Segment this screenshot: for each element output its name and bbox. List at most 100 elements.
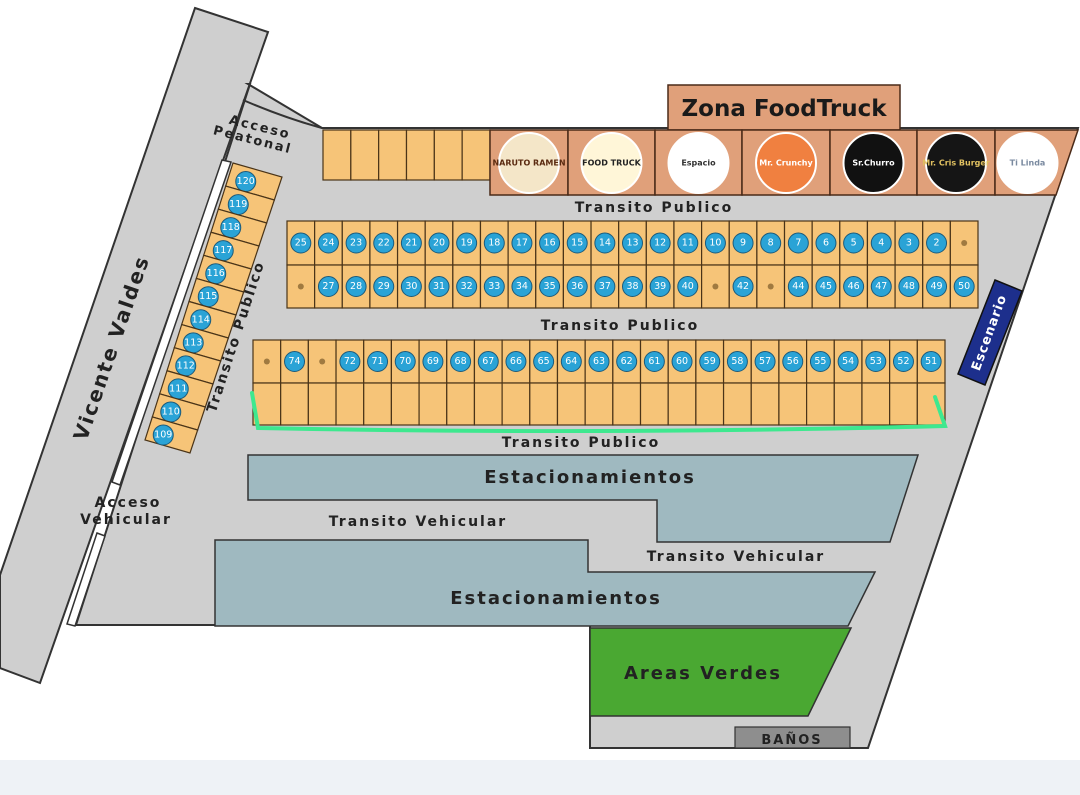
spot-number: 55 [814,356,826,367]
foodtruck-name: Ti Linda [1010,159,1046,168]
escenario-stage[interactable] [957,279,1023,386]
empty-spot-dot [712,283,719,290]
foodtruck-name: FOOD TRUCK [582,159,641,168]
stall-top-blank[interactable] [461,129,491,181]
spot-number: 70 [399,356,411,367]
empty-spot-dot [319,358,326,365]
stall-top-blank[interactable] [322,129,352,181]
stall-row4[interactable] [363,382,393,426]
stall-row4[interactable] [695,382,725,426]
spot-number: 68 [455,356,467,367]
stall-row4[interactable] [612,382,642,426]
stall-row4[interactable] [390,382,420,426]
spot-number: 67 [482,356,494,367]
stall-row4[interactable] [418,382,448,426]
spot-number: 38 [626,281,638,292]
stall-top-blank[interactable] [378,129,408,181]
spot-number: 44 [792,281,804,292]
spot-number: 31 [433,281,445,292]
spot-number-badge [704,232,726,254]
foodtruck-name: Espacio [681,159,716,168]
foodtruck-logo-icon [996,132,1059,194]
spot-number-badge [339,351,361,372]
transito-vehicular-label-2: Transito Vehicular [647,549,825,565]
stall-row4[interactable] [722,382,752,426]
spot-number: 4 [878,238,884,249]
stall-row4[interactable] [889,382,918,426]
spot-number: 14 [599,238,611,249]
spot-number-badge [732,232,754,254]
spot-number: 64 [565,356,577,367]
spot-number-badge [539,276,561,297]
stall-row4[interactable] [501,382,531,426]
parking-area-1[interactable] [247,454,920,543]
stall-row4[interactable] [280,382,309,426]
spot-number-badge [809,351,831,372]
spot-number-badge [782,351,804,372]
stall-row4[interactable] [584,382,614,426]
foodtruck-logo-icon [755,132,817,194]
spot-number-badge [760,232,782,254]
spot-number: 115 [199,291,217,302]
spot-number: 120 [237,176,255,187]
spot-number: 28 [350,281,362,292]
restrooms[interactable] [734,726,851,749]
stall-top-blank[interactable] [433,129,463,181]
spot-number-badge [843,232,865,254]
spot-number: 47 [875,281,887,292]
green-area[interactable] [589,627,853,717]
spot-number: 24 [322,238,334,249]
spot-number: 34 [516,281,528,292]
spot-number: 8 [768,238,774,249]
foodtruck-logo-icon [580,132,643,194]
stall-row4[interactable] [335,382,365,426]
stall-row4[interactable] [778,382,808,426]
spot-number-badge [870,232,892,254]
spot-number: 42 [737,281,749,292]
stall-row4[interactable] [861,382,891,426]
spot-number-badge [815,232,837,254]
spot-number-badge [373,276,395,297]
foodtruck-logo-icon [842,132,905,194]
stall-row4[interactable] [750,382,780,426]
spot-number: 5 [851,238,857,249]
transito-publico-label-2: Transito Publico [541,318,699,334]
stall-row4[interactable] [667,382,697,426]
spot-number: 62 [621,356,633,367]
spot-number: 30 [405,281,417,292]
stall-row4[interactable] [805,382,835,426]
spot-number-badge [926,276,948,297]
spot-number-badge [622,232,643,254]
spot-number: 15 [571,238,583,249]
stall-row4[interactable] [473,382,503,426]
street-vicente-valdes [0,6,270,685]
spot-number: 35 [544,281,556,292]
stall-row4[interactable] [307,382,337,426]
spot-number: 23 [350,238,362,249]
restrooms-label: BAÑOS [761,732,822,748]
parking-area-2[interactable] [214,539,877,627]
stall-row4[interactable] [639,382,669,426]
parking-label-1: Estacionamientos [484,467,696,488]
spot-number: 16 [544,238,556,249]
spot-number: 22 [378,238,390,249]
spot-number-badge [671,351,693,372]
spot-number-badge [699,351,721,372]
foodtruck-logo-icon [498,132,560,194]
stall-row4[interactable] [556,382,586,426]
spot-number: 74 [288,356,300,367]
stall-row4[interactable] [833,382,863,426]
spot-number-badge [616,351,638,372]
spot-number: 59 [704,356,716,367]
stall-top-blank[interactable] [405,129,435,181]
stall-row4[interactable] [529,382,559,426]
spot-number-badge [898,276,920,297]
spot-number: 69 [427,356,439,367]
stall-top-blank[interactable] [350,129,380,181]
spot-number-badge [787,232,809,254]
spot-number-badge [367,351,389,372]
empty-spot-dot [961,240,968,246]
spot-number: 110 [162,406,180,417]
stall-row4[interactable] [446,382,476,426]
